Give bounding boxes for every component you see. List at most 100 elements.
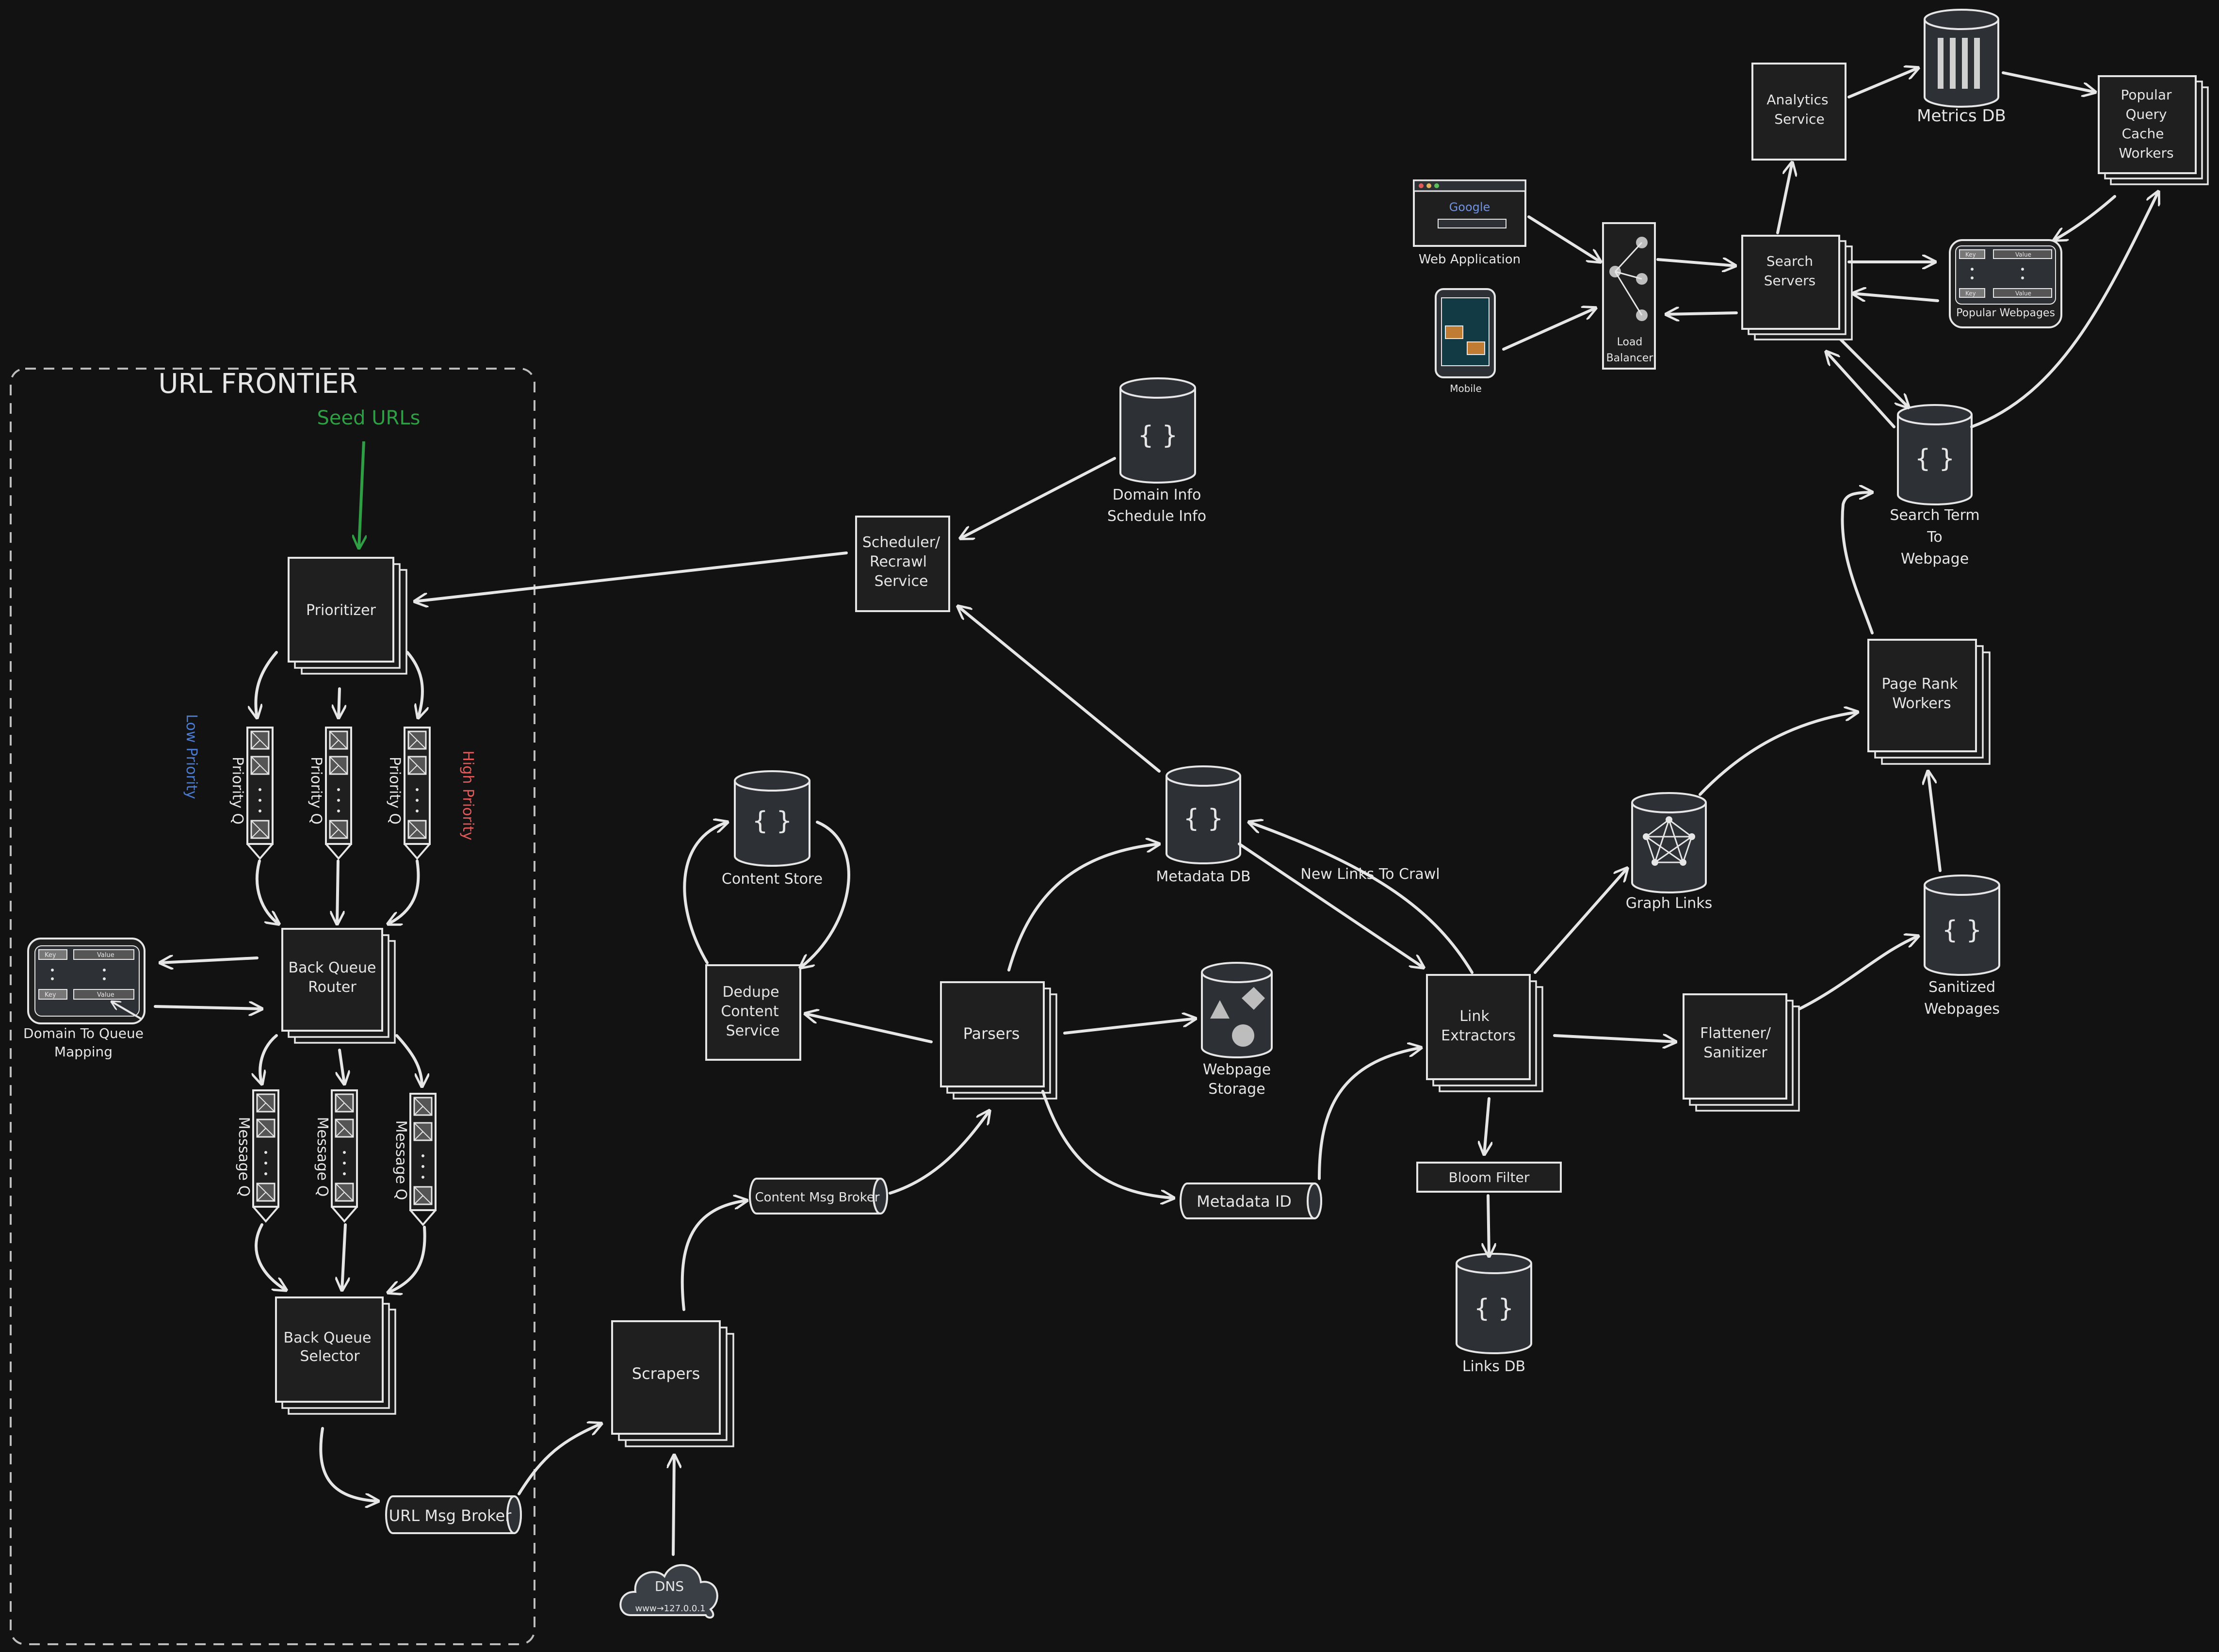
edge-dedupe-contentstore [683, 822, 728, 964]
svg-text:Mobile: Mobile [1450, 383, 1482, 394]
domain-info-schedule-node: { } Domain Info Schedule Info [1107, 377, 1206, 525]
svg-text:Message Q: Message Q [235, 1117, 252, 1197]
edge-metadatadb-linkextractors [1238, 842, 1424, 968]
svg-text:To: To [1927, 529, 1943, 546]
svg-text:Metadata ID: Metadata ID [1197, 1192, 1292, 1211]
back-queue-router-node: Back Queue Router [281, 928, 396, 1044]
edge-mobile-loadbalancer [1502, 308, 1596, 351]
svg-text:Priority Q: Priority Q [229, 757, 246, 825]
svg-text:Page Rank: Page Rank [1881, 676, 1958, 693]
domain-to-queue-mapping-node: Key Value Key Value Domain To Queue Mapp… [23, 938, 146, 1060]
edge-linkextractors-graphlinks [1534, 868, 1627, 974]
high-priority-label: High Priority [459, 750, 476, 840]
content-store-node: { } Content Store [722, 770, 823, 888]
edge-selector-broker [319, 1427, 378, 1501]
edge-searchservers-searchterm [1837, 336, 1909, 407]
svg-text:Bloom Filter: Bloom Filter [1449, 1169, 1530, 1185]
svg-text:Priority Q: Priority Q [308, 757, 324, 825]
edge-router-msgq1 [260, 1034, 278, 1084]
svg-text:Value: Value [97, 952, 114, 959]
metadata-db-node: { } Metadata DB [1156, 765, 1251, 885]
scrapers-node: Scrapers [611, 1320, 734, 1447]
flattener-sanitizer-node: Flattener/ Sanitizer [1683, 993, 1800, 1112]
edge-contentbroker-parsers [889, 1111, 989, 1195]
svg-text:{ }: { } [1942, 916, 1982, 945]
svg-text:Key: Key [1965, 290, 1976, 297]
search-servers-node: Search Servers [1741, 235, 1853, 340]
parsers-node: Parsers [940, 981, 1057, 1100]
svg-text:DNS: DNS [655, 1578, 684, 1594]
edge-linkextractors-flattener [1553, 1036, 1676, 1042]
edge-searchservers-loadbalancer [1666, 313, 1738, 314]
svg-text:Mapping: Mapping [54, 1044, 113, 1060]
svg-text:Balancer: Balancer [1606, 352, 1654, 364]
svg-text:Service: Service [875, 573, 928, 590]
edge-metadataid-linkextractors [1318, 1048, 1421, 1180]
new-links-to-crawl-label: New Links To Crawl [1300, 866, 1440, 883]
svg-text:Cache: Cache [2122, 126, 2164, 142]
svg-text:Priority Q: Priority Q [386, 757, 403, 825]
svg-text:{ }: { } [1138, 421, 1178, 450]
svg-text:Webpage: Webpage [1203, 1061, 1271, 1078]
svg-text:{ }: { } [1474, 1294, 1514, 1323]
svg-text:Sanitizer: Sanitizer [1703, 1044, 1767, 1061]
edge-pagerank-searchterm [1841, 492, 1872, 634]
edge-prioritizer-midq [339, 687, 340, 718]
svg-text:Domain Info: Domain Info [1113, 486, 1201, 503]
mobile-node: Mobile [1435, 288, 1496, 394]
svg-text:Service: Service [1774, 111, 1824, 127]
edge-highq-router [388, 859, 420, 924]
svg-text:Load: Load [1617, 336, 1643, 348]
svg-text:Sanitized: Sanitized [1928, 979, 1995, 996]
svg-text:Content Store: Content Store [722, 871, 823, 888]
edge-analytics-metricsdb [1847, 68, 1918, 98]
svg-text:Message Q: Message Q [392, 1120, 409, 1200]
svg-text:Parsers: Parsers [963, 1024, 1020, 1043]
svg-text:Workers: Workers [2119, 145, 2173, 161]
edge-prioritizer-highq [406, 651, 422, 718]
edge-searchservers-analytics [1776, 162, 1792, 234]
svg-text:Content Msg Broker: Content Msg Broker [755, 1190, 879, 1205]
svg-text:Selector: Selector [300, 1348, 360, 1365]
svg-text:Key: Key [45, 991, 56, 999]
edge-parsers-webpagestorage [1063, 1019, 1196, 1035]
edge-flattener-sanitized [1798, 936, 1918, 1010]
svg-text:Search Term: Search Term [1890, 507, 1979, 524]
svg-text:Webpages: Webpages [1924, 1001, 2000, 1018]
svg-text:Workers: Workers [1892, 695, 1951, 712]
edge-scheduler-prioritizer [415, 551, 848, 601]
edge-bloomfilter-linksdb [1488, 1194, 1489, 1256]
edge-loadbalancer-searchservers [1656, 259, 1735, 266]
svg-text:Scrapers: Scrapers [632, 1364, 700, 1383]
edge-mapping-router [154, 1006, 262, 1009]
edge-popularwebpages-searchservers [1853, 293, 1939, 302]
edge-parsers-metadataid [1041, 1090, 1174, 1198]
svg-text:{ }: { } [1183, 804, 1224, 833]
edge-graphlinks-pagerank [1699, 712, 1858, 796]
svg-text:Dedupe: Dedupe [722, 984, 779, 1001]
svg-text:Back Queue: Back Queue [289, 959, 376, 976]
edge-broker-scrapers [518, 1424, 601, 1495]
graph-links-node: Graph Links [1626, 792, 1713, 912]
seed-urls-label: Seed URLs [317, 407, 421, 429]
edge-dns-scrapers [673, 1455, 674, 1556]
edge-searchterm-searchservers [1826, 352, 1895, 428]
svg-text:Metadata DB: Metadata DB [1156, 868, 1250, 885]
svg-text:Graph Links: Graph Links [1626, 895, 1713, 912]
svg-text:Domain To Queue: Domain To Queue [23, 1025, 144, 1041]
edge-domaininfo-scheduler [960, 457, 1116, 538]
priority-queue-high: Priority Q [386, 727, 431, 859]
svg-text:Key: Key [45, 952, 56, 959]
svg-text:Scheduler/: Scheduler/ [862, 534, 940, 551]
svg-text:{ }: { } [1915, 444, 1955, 473]
svg-text:Key: Key [1965, 251, 1976, 258]
edge-popularcache-popularwebpages [2054, 195, 2116, 240]
svg-text:Popular Webpages: Popular Webpages [1956, 307, 2055, 319]
svg-text:Analytics: Analytics [1766, 92, 1828, 108]
content-msg-broker-node: Content Msg Broker [749, 1178, 888, 1215]
links-db-node: { } Links DB [1456, 1253, 1532, 1375]
svg-text:Content: Content [721, 1003, 779, 1020]
edge-lowq-router [255, 859, 279, 924]
svg-text:URL Msg Broker: URL Msg Broker [389, 1506, 512, 1525]
